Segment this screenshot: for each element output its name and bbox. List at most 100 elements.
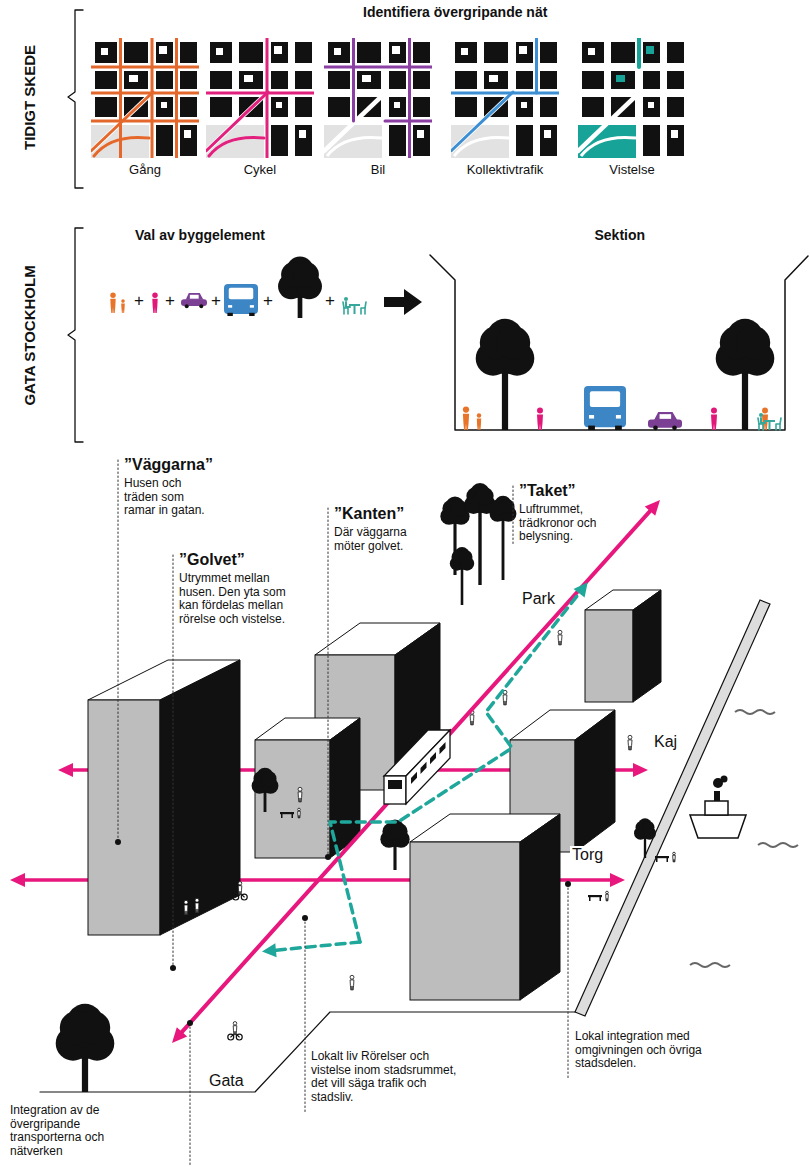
city-block-part: [328, 71, 350, 89]
city-block-part: [101, 48, 108, 55]
cyclist-icon: [233, 882, 247, 900]
ship-icon-part: [714, 791, 720, 801]
car-icon-part: [672, 426, 677, 431]
city-block-part: [582, 97, 604, 117]
person-icon: [184, 900, 188, 915]
bench-icon-part: [292, 812, 294, 818]
bench-icon: [588, 891, 608, 901]
tree-icon-part: [642, 821, 655, 834]
building-block-part: [410, 842, 520, 1000]
network-arrow-part: [10, 873, 25, 887]
city-block-part: [516, 125, 533, 156]
person-icon: [298, 808, 301, 818]
network-line-part: [408, 38, 411, 158]
person-icon-part: [606, 894, 609, 901]
flow-arrow-part: [384, 289, 422, 315]
place-label: Park: [520, 590, 557, 608]
tree-icon: [380, 819, 409, 870]
tree-icon-part: [475, 487, 493, 505]
tree-icon: [476, 319, 535, 430]
map-street-part: [327, 137, 382, 156]
city-block-part: [334, 48, 341, 55]
city-block-part: [95, 97, 117, 117]
city-block-part: [489, 75, 498, 82]
network-line-part: [451, 92, 513, 151]
quay-edge-part: [575, 600, 770, 1016]
leader-line: [170, 555, 176, 971]
tree-icon-part: [497, 326, 531, 360]
city-block-part: [210, 97, 232, 117]
city-block-part: [389, 125, 406, 156]
map-street-part: [451, 92, 513, 151]
network-line: [324, 38, 432, 158]
city-block-part: [216, 48, 223, 55]
place-label: Gata: [207, 1072, 246, 1090]
person-icon: [711, 407, 717, 430]
tree-icon: [450, 547, 474, 605]
tree-icon-part: [459, 550, 473, 564]
city-block-part: [540, 42, 557, 63]
leader-line-part: [115, 839, 121, 845]
plus-sign: +: [263, 291, 273, 310]
map-caption: Gång: [129, 162, 161, 177]
person-icon: [110, 292, 115, 313]
city-block-part: [271, 71, 288, 89]
cafe-icon-part: [776, 418, 781, 430]
map-ground: [324, 38, 432, 158]
bench-icon: [655, 852, 675, 862]
building-block-part: [520, 814, 560, 1000]
leader-line: [513, 486, 514, 545]
city-block-part: [616, 75, 625, 82]
section-heading: Identifiera övergripande nät: [363, 5, 547, 21]
leader-line-part: [328, 508, 329, 857]
city-block-part: [484, 71, 508, 89]
city-block-part: [611, 71, 635, 89]
city-block-part: [276, 102, 282, 108]
car-icon-part: [648, 420, 682, 428]
bus-icon: [584, 386, 626, 430]
plus-sign: +: [165, 291, 175, 310]
person-icon-part: [606, 891, 609, 894]
person-icon: [298, 787, 302, 802]
cafe-icon-part: [364, 308, 366, 314]
person-icon-part: [470, 715, 474, 725]
callout-heading: ”Väggarna”: [124, 456, 213, 474]
city-block-part: [95, 71, 117, 89]
city-block-part: [295, 71, 312, 89]
building-block-part: [255, 740, 330, 858]
leader-line-part: [305, 918, 306, 1112]
water-wave-part: [735, 710, 775, 714]
tree-icon-part: [261, 771, 276, 786]
city-block-part: [95, 42, 117, 63]
person-icon-part: [628, 735, 632, 739]
city-block-part: [540, 125, 557, 156]
ground-edge-part: [40, 1012, 575, 1092]
section-heading: Sektion: [595, 228, 646, 244]
map-street-part: [206, 92, 268, 151]
leader-line-part: [170, 965, 176, 971]
cafe-icon: [758, 413, 781, 430]
person-icon-part: [195, 903, 199, 913]
leader-line-part: [173, 555, 174, 968]
map-ground: [578, 38, 686, 158]
callout-text: Där väggarna möter golvet.: [334, 526, 434, 553]
bench-icon-part: [589, 895, 591, 901]
ground-edge: [40, 1012, 575, 1092]
city-block-part: [295, 97, 312, 117]
callout-text: Utrymmet mellan husen. Den yta som kan f…: [179, 572, 307, 626]
map-street-part: [581, 137, 636, 156]
network-map: Gång: [91, 38, 199, 184]
stage-bracket-part: [68, 228, 83, 442]
person-icon: [350, 975, 354, 990]
city-block-part: [357, 42, 381, 63]
city-block-part: [156, 125, 173, 156]
bus-icon-part: [227, 313, 232, 316]
map-caption: Vistelse: [609, 162, 654, 177]
bus-icon-part: [616, 415, 621, 419]
street-section: [430, 255, 808, 430]
tree-icon: [716, 319, 775, 430]
network-arrow-part: [645, 500, 660, 516]
stage-label: GATA STOCKHOLM: [22, 265, 39, 405]
leader-line-part: [190, 1023, 191, 1167]
city-block-part: [643, 42, 660, 63]
